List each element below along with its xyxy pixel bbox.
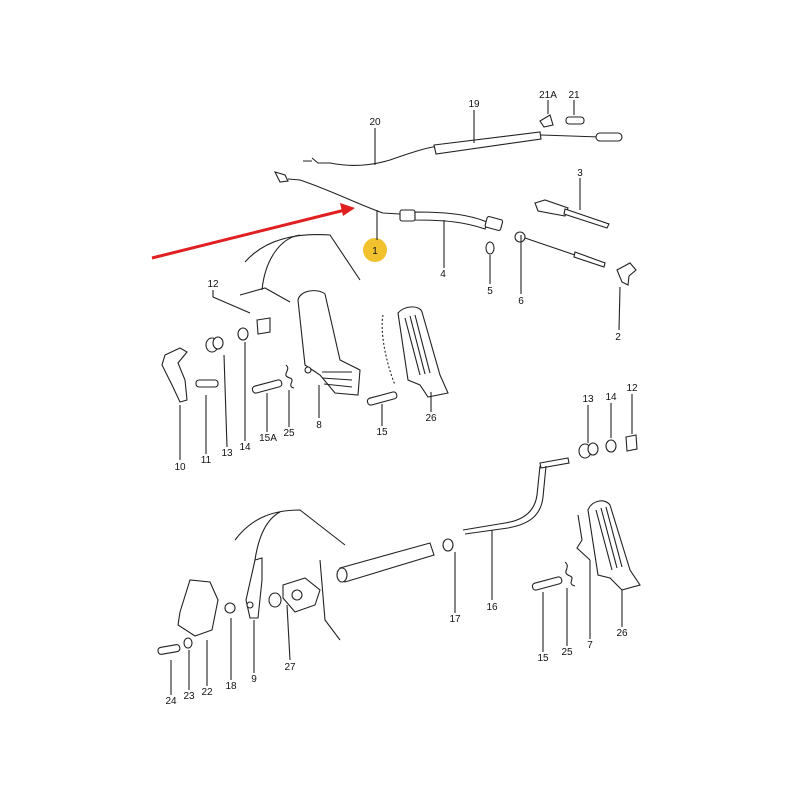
washer-5 xyxy=(485,241,495,255)
bushing-13-upper xyxy=(205,336,228,448)
pin-15-lower xyxy=(531,576,563,652)
floor-outline-lower xyxy=(234,509,346,641)
label-15: 15 xyxy=(537,653,549,664)
washer-14-upper xyxy=(237,327,249,441)
clip-12-lower xyxy=(625,394,638,452)
pedal-8 xyxy=(297,290,361,418)
label-12: 12 xyxy=(207,279,219,290)
tube xyxy=(336,542,435,583)
circlip-18 xyxy=(224,602,236,680)
label-16: 16 xyxy=(486,602,498,613)
label-9: 9 xyxy=(251,674,257,685)
bushing-13-lower xyxy=(578,405,599,459)
cable-20 xyxy=(303,145,439,166)
label-21: 21 xyxy=(568,90,580,101)
label-8: 8 xyxy=(316,420,322,431)
label-19: 19 xyxy=(468,99,480,110)
label-24: 24 xyxy=(165,696,177,707)
label-14: 14 xyxy=(605,392,617,403)
label-15: 15 xyxy=(376,427,388,438)
lever-10 xyxy=(161,347,188,460)
washer-14-lower xyxy=(605,403,617,453)
spring-25-lower xyxy=(564,561,576,646)
label-21a: 21A xyxy=(539,90,557,101)
label-11: 11 xyxy=(201,455,212,466)
label-18: 18 xyxy=(225,681,237,692)
accelerator-cable-1 xyxy=(273,171,606,268)
pedal-26-upper xyxy=(381,306,449,412)
highlight-circle-1 xyxy=(363,238,387,262)
red-pointer-arrow xyxy=(151,203,355,260)
pin-15a xyxy=(251,379,283,432)
label-13: 13 xyxy=(582,394,594,405)
wing-nut-2 xyxy=(616,262,637,286)
label-7: 7 xyxy=(587,640,593,651)
clip-12-upper xyxy=(256,317,271,335)
washer-23 xyxy=(183,637,193,690)
bolt-21 xyxy=(565,100,585,125)
label-4: 4 xyxy=(440,269,446,280)
cover-22 xyxy=(177,579,219,686)
adjusting-rod-3 xyxy=(534,199,610,229)
cable-sleeve-19 xyxy=(433,131,623,155)
label-23: 23 xyxy=(183,691,195,702)
label-20: 20 xyxy=(369,117,381,128)
label-27: 27 xyxy=(284,662,296,673)
label-12: 12 xyxy=(626,383,638,394)
label-22: 22 xyxy=(201,687,213,698)
label-17: 17 xyxy=(449,614,461,625)
washer-17 xyxy=(442,538,456,613)
pedal-26-lower xyxy=(576,500,641,639)
pin-15-upper xyxy=(366,391,398,426)
flange-27 xyxy=(268,577,321,661)
floor-outline-upper xyxy=(239,234,361,303)
clip-21a xyxy=(539,100,554,128)
label-1: 1 xyxy=(372,246,378,257)
label-13: 13 xyxy=(221,448,233,459)
label-26: 26 xyxy=(616,628,628,639)
label-25: 25 xyxy=(283,428,295,439)
label-10: 10 xyxy=(174,462,186,473)
label-6: 6 xyxy=(518,296,524,307)
spring-25-upper xyxy=(285,364,295,427)
shaft-16 xyxy=(462,457,570,600)
bolt-11 xyxy=(195,379,219,454)
label-25: 25 xyxy=(561,647,573,658)
lever-9 xyxy=(245,557,263,673)
label-3: 3 xyxy=(577,168,583,179)
label-5: 5 xyxy=(487,286,493,297)
label-15a: 15A xyxy=(259,433,277,444)
label-14: 14 xyxy=(239,442,251,453)
bolt-24 xyxy=(157,644,181,695)
part-labels: 20 19 21A 21 3 1 4 5 6 2 12 10 11 13 14 … xyxy=(165,90,638,707)
leader-lines-upper xyxy=(212,110,621,331)
label-2: 2 xyxy=(615,332,621,343)
label-26: 26 xyxy=(425,413,437,424)
